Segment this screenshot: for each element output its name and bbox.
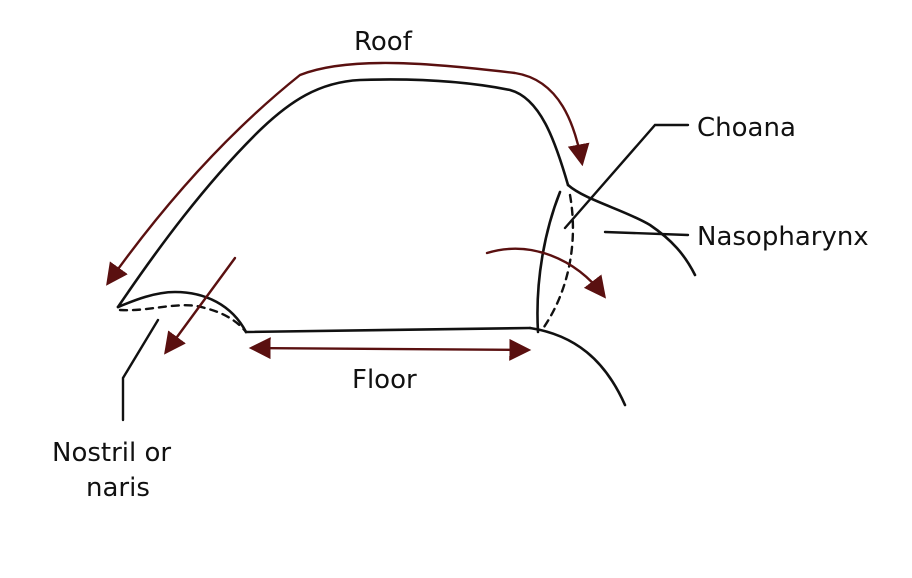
nostril-label-line1: Nostril or	[52, 438, 171, 468]
nasal-floor-outline	[244, 326, 532, 334]
roof-flow-arrow	[106, 61, 590, 286]
nasopharynx-label: Nasopharynx	[697, 222, 869, 252]
nostril-label-line2: naris	[86, 473, 150, 503]
soft-palate-outline	[528, 326, 627, 407]
nostril-hidden-edge	[118, 304, 248, 334]
roof-label: Roof	[354, 27, 413, 57]
choana-front-edge	[536, 190, 562, 334]
nostril-flow-arrow	[164, 256, 237, 355]
nasal-roof-outline	[116, 78, 570, 309]
floor-label: Floor	[352, 365, 417, 395]
nostril-leader-line	[121, 318, 160, 422]
nasopharynx-upper-wall	[566, 183, 697, 277]
choana-leader-line	[563, 123, 690, 230]
choana-label: Choana	[697, 113, 796, 143]
nasopharynx-leader-line	[603, 230, 690, 237]
floor-flow-arrow	[248, 337, 532, 361]
nasopharynx-flow-arrow	[485, 247, 607, 299]
nostril-lip-outline	[116, 290, 248, 334]
